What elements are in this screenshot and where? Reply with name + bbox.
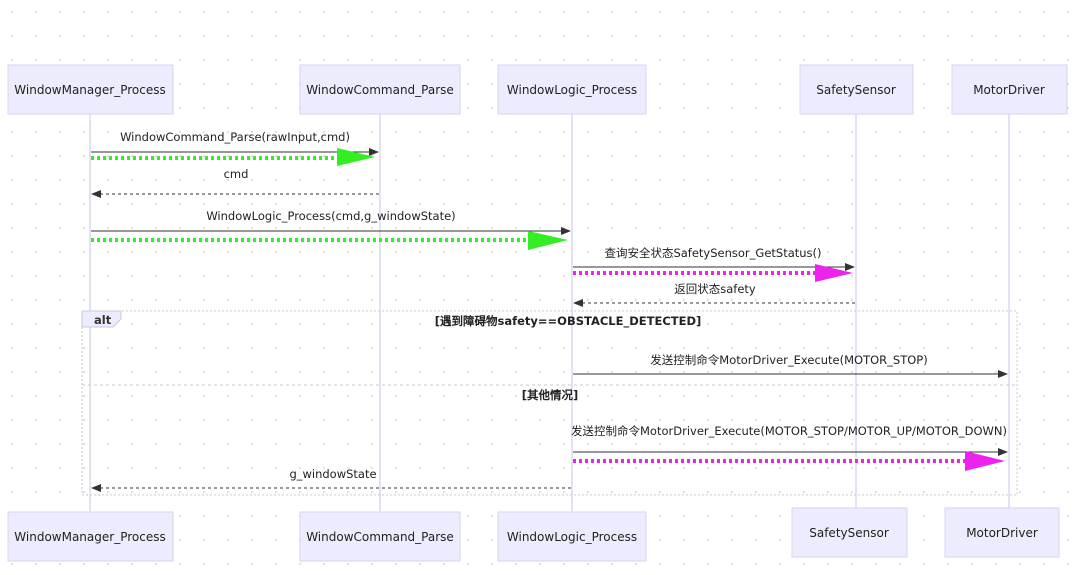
message-safety-status-query: 查询安全状态SafetySensor_GetStatus() bbox=[573, 246, 855, 282]
actor-label: SafetySensor bbox=[816, 83, 896, 97]
flow-arrowhead-magenta bbox=[965, 451, 1005, 471]
actor-label: WindowCommand_Parse bbox=[306, 83, 454, 97]
alt-keyword: alt bbox=[94, 313, 112, 327]
alt-condition-obstacle: [遇到障碍物safety==OBSTACLE_DETECTED] bbox=[435, 314, 702, 329]
actor-label: MotorDriver bbox=[966, 526, 1038, 540]
message-window-state-return: g_windowState bbox=[91, 467, 571, 492]
message-label: 发送控制命令MotorDriver_Execute(MOTOR_STOP) bbox=[650, 353, 927, 367]
actor-bottom-safetysensor: SafetySensor bbox=[791, 507, 908, 558]
message-label: 查询安全状态SafetySensor_GetStatus() bbox=[604, 246, 821, 260]
message-motor-stop: 发送控制命令MotorDriver_Execute(MOTOR_STOP) bbox=[573, 353, 1008, 378]
actor-top-windowmanager-process: WindowManager_Process bbox=[7, 64, 174, 115]
actor-label: WindowLogic_Process bbox=[507, 530, 637, 544]
message-windowcommand-parse-call: WindowCommand_Parse(rawInput,cmd) bbox=[91, 130, 379, 166]
actor-bottom-windowmanager-process: WindowManager_Process bbox=[7, 511, 174, 562]
actor-label: SafetySensor bbox=[809, 526, 889, 540]
actor-top-motordriver: MotorDriver bbox=[951, 64, 1068, 115]
message-label: 返回状态safety bbox=[674, 282, 756, 296]
flow-arrowhead-green bbox=[337, 148, 375, 166]
message-label: 发送控制命令MotorDriver_Execute(MOTOR_STOP/MOT… bbox=[571, 424, 1007, 438]
actor-top-safetysensor: SafetySensor bbox=[799, 64, 914, 115]
actor-label: WindowLogic_Process bbox=[507, 83, 637, 97]
flow-arrowhead-magenta bbox=[815, 264, 853, 282]
flow-arrowhead-green bbox=[528, 231, 568, 250]
alt-frame-border bbox=[81, 310, 1018, 496]
actor-top-windowlogic-process: WindowLogic_Process bbox=[497, 64, 647, 115]
message-safety-return: 返回状态safety bbox=[573, 282, 855, 307]
alt-condition-else: [其他情况] bbox=[522, 388, 579, 402]
actor-bottom-windowlogic-process: WindowLogic_Process bbox=[497, 511, 647, 562]
alt-frame-tab bbox=[81, 310, 122, 328]
actor-bottom-windowcommand-parse: WindowCommand_Parse bbox=[299, 511, 461, 562]
actor-label: MotorDriver bbox=[973, 83, 1045, 97]
message-label: cmd bbox=[224, 167, 249, 181]
message-motor-execute: 发送控制命令MotorDriver_Execute(MOTOR_STOP/MOT… bbox=[571, 424, 1008, 471]
actor-label: WindowManager_Process bbox=[14, 530, 165, 544]
message-windowlogic-process-call: WindowLogic_Process(cmd,g_windowState) bbox=[91, 209, 571, 250]
message-label: WindowLogic_Process(cmd,g_windowState) bbox=[206, 209, 455, 223]
message-label: WindowCommand_Parse(rawInput,cmd) bbox=[120, 130, 350, 144]
actor-label: WindowCommand_Parse bbox=[306, 530, 454, 544]
actor-top-windowcommand-parse: WindowCommand_Parse bbox=[299, 64, 461, 115]
actor-label: WindowManager_Process bbox=[14, 83, 165, 97]
alt-frame: alt [遇到障碍物safety==OBSTACLE_DETECTED] [其他… bbox=[81, 310, 1018, 496]
message-label: g_windowState bbox=[289, 467, 376, 481]
actor-bottom-motordriver: MotorDriver bbox=[944, 507, 1060, 558]
message-cmd-return: cmd bbox=[91, 167, 379, 198]
